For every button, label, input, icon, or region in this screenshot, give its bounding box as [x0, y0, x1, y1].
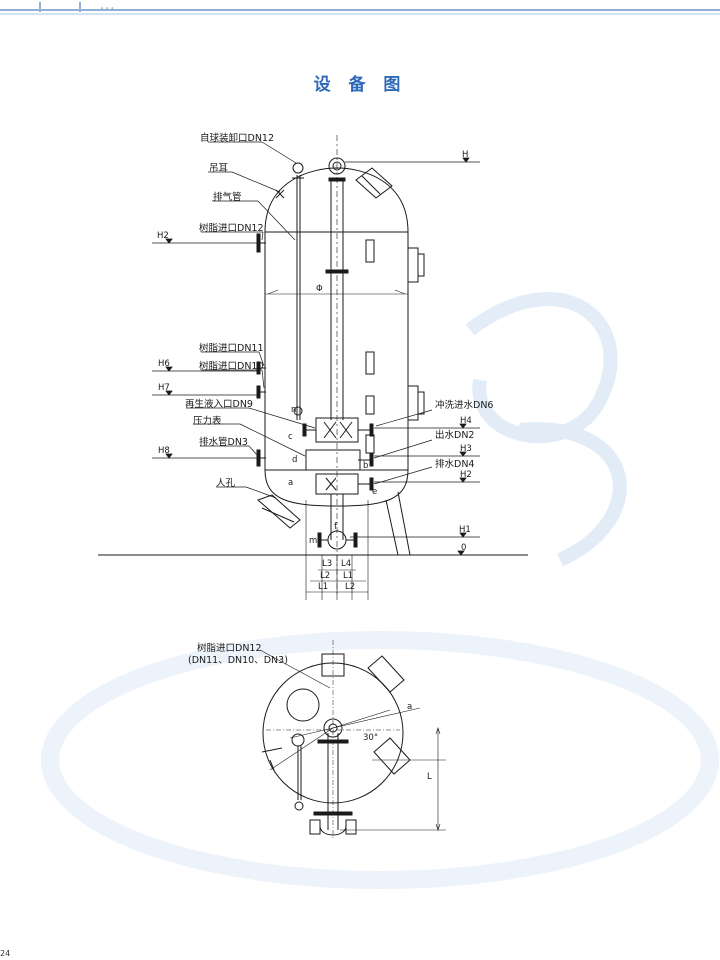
- level-h1: H1: [459, 525, 471, 535]
- level-h3: H3: [460, 444, 472, 454]
- level-h8: H8: [158, 446, 170, 456]
- drain-dn4-label: 排水DN4: [435, 459, 475, 470]
- level-h4: H4: [460, 416, 472, 426]
- plan-resin-inlet-line1: 树脂进口DN12: [197, 643, 262, 654]
- letter-f: f: [334, 522, 337, 532]
- level-h2-right: H2: [460, 470, 472, 480]
- page-title: 设 备 图: [313, 75, 407, 95]
- level-h6: H6: [158, 359, 170, 369]
- page-number: 24: [0, 949, 11, 958]
- left-nozzles: [256, 233, 266, 467]
- dim-l3: L3: [322, 559, 333, 569]
- letter-a: a: [288, 478, 294, 488]
- plan-view: [259, 640, 446, 840]
- level-h7: H7: [158, 383, 170, 393]
- plan-angle-30: 30°: [363, 733, 379, 743]
- letter-d: d: [292, 455, 298, 465]
- outlet-label: 出水DN2: [435, 430, 475, 441]
- vent-pipe: [275, 162, 304, 420]
- dim-l4: L4: [341, 559, 352, 569]
- resin-inlet-dn10-label: 树脂进口DN10: [199, 361, 264, 372]
- level-h: H: [462, 150, 469, 160]
- plan-resin-inlet-line2: (DN11、DN10、DN3): [188, 655, 288, 666]
- level-zero: 0: [461, 543, 467, 553]
- backwash-label: 冲洗进水DN6: [435, 400, 494, 411]
- upper-port-label: 自球装卸口DN12: [200, 133, 275, 144]
- level-h2-left: H2: [157, 231, 169, 241]
- letter-b: b: [363, 461, 369, 471]
- valve-manifold: [302, 417, 374, 495]
- plan-dim-l: L: [427, 772, 432, 782]
- header-rule: [0, 2, 720, 15]
- letter-c: c: [288, 432, 293, 442]
- letter-n: n: [291, 405, 297, 415]
- dim-l2-b: L2: [345, 582, 356, 592]
- vent-pipe-label: 排气管: [213, 192, 242, 203]
- diameter-symbol: Φ: [316, 284, 323, 294]
- dim-l1-b: L1: [318, 582, 329, 592]
- drain-dn3-label: 排水管DN3: [199, 437, 248, 448]
- dim-l1-a: L1: [343, 571, 354, 581]
- watermark-swirl: [41, 292, 719, 889]
- level-markers: [152, 157, 480, 556]
- support-legs: [257, 491, 411, 556]
- leader-lines: [186, 141, 433, 499]
- letter-m: m: [309, 536, 318, 546]
- regen-inlet-label: 再生液入口DN9: [185, 399, 253, 410]
- dimension-lines: [305, 500, 369, 600]
- plan-angle-a: a: [407, 702, 413, 712]
- manhole-label: 人孔: [216, 478, 236, 489]
- central-pipe: [325, 157, 349, 420]
- resin-inlet-dn12-label: 树脂进口DN12: [199, 223, 264, 234]
- header-text: ...: [100, 0, 116, 13]
- dim-l2-a: L2: [320, 571, 331, 581]
- letter-e: e: [372, 487, 378, 497]
- lifting-lug-label: 吊耳: [209, 163, 229, 174]
- resin-inlet-dn11-label: 树脂进口DN11: [199, 343, 264, 354]
- bottom-outlet: [317, 494, 358, 550]
- side-nozzles: [355, 167, 425, 454]
- vessel-shell: [264, 167, 409, 507]
- pressure-gauge-label: 压力表: [193, 416, 222, 427]
